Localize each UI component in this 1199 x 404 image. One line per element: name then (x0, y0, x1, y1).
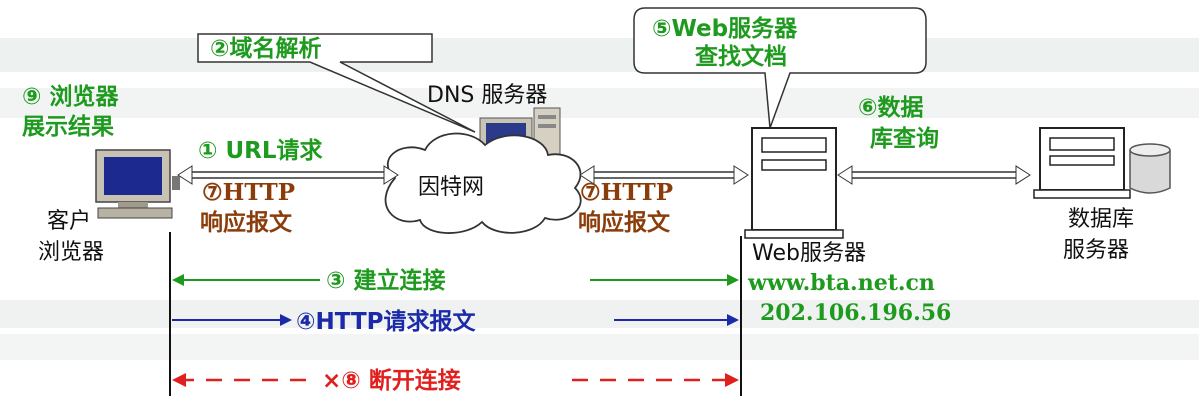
http-response-left-label-2: 响应报文 (200, 209, 293, 236)
background-bands (0, 38, 1199, 360)
db-query-label-1: ⑥数据 (858, 95, 923, 121)
url-request-label: ① URL请求 (198, 138, 323, 164)
disconnect-label: ×⑧ 断开连接 (322, 367, 461, 394)
database-server-icon (1033, 127, 1171, 199)
internet-cloud: 因特网 (384, 132, 582, 234)
web-find-callout: ⑤Web服务器 查找文档 (633, 7, 927, 129)
db-label-1: 数据库 (1068, 207, 1134, 232)
disconnect-arrow (172, 373, 739, 387)
connect-label: ③ 建立连接 (326, 267, 445, 294)
internet-web-arrow (579, 165, 749, 185)
http-response-right-label-2: 响应报文 (578, 209, 671, 236)
connect-arrow (172, 274, 739, 286)
http-request-label: ④HTTP请求报文 (296, 308, 476, 335)
client-label-1: 客户 (47, 209, 91, 234)
browser-show-label-1: ⑨ 浏览器 (22, 83, 119, 110)
http-response-right-label-1: ⑦HTTP (580, 179, 673, 206)
db-label-2: 服务器 (1063, 238, 1129, 263)
client-internet-arrow (177, 165, 399, 185)
db-query-label-2: 库查询 (870, 125, 939, 152)
dns-resolve-callout: ②域名解析 (197, 33, 476, 133)
internet-label: 因特网 (418, 175, 484, 200)
http-request-arrow (172, 314, 739, 326)
web-server-tower-icon (744, 127, 844, 239)
client-label-2: 浏览器 (38, 240, 104, 265)
browser-show-label-2: 展示结果 (22, 114, 114, 140)
web-db-arrow (837, 165, 1031, 185)
web-ip-label: 202.106.196.56 (760, 300, 951, 326)
web-find-label-2: 查找文档 (695, 43, 787, 70)
dns-server-label: DNS 服务器 (427, 83, 547, 108)
web-domain-label: www.bta.net.cn (747, 270, 935, 296)
http-response-left-label-1: ⑦HTTP (202, 179, 295, 206)
dns-resolve-label: ②域名解析 (210, 35, 321, 62)
web-server-label: Web服务器 (752, 241, 866, 266)
client-computer-icon (95, 149, 180, 219)
web-find-label-1: ⑤Web服务器 (652, 16, 798, 42)
